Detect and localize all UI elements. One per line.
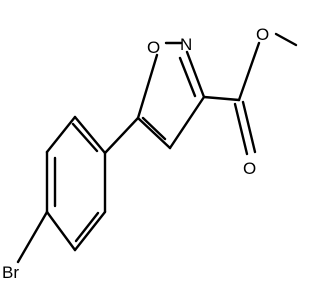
atom-label-ester-oxygen: O [256, 25, 269, 44]
bond-o1-c5 [136, 53, 159, 120]
bond-c5-phenyl [103, 116, 140, 155]
molecule-diagram: O N O O Br [2, 25, 298, 282]
bond-ar5-ar6 [73, 210, 107, 252]
bond-carbonyl-o-double-b [241, 100, 257, 154]
bond-ar4-ar5 [45, 210, 77, 252]
atom-label-carbonyl-oxygen: O [243, 159, 256, 178]
bond-c4-c5 [136, 116, 172, 150]
bond-c3-carbonyl [202, 95, 241, 102]
atom-label-bromine: Br [2, 263, 19, 282]
bond-ar2-ar3 [45, 115, 77, 154]
bond-c4-c5-double [141, 116, 167, 141]
bond-ar1-ar2 [73, 115, 107, 155]
bond-c3-c4 [168, 95, 206, 150]
bond-ar5-ar6-inner [74, 211, 100, 243]
bond-carbonyl-ester-o [237, 41, 261, 102]
atom-label-ring-oxygen: O [147, 38, 160, 57]
bond-n2-c3 [185, 50, 206, 99]
bond-ester-o-methyl [274, 32, 298, 47]
bond-n2-c3-double [178, 56, 197, 98]
structure-canvas: O N O O Br [2, 25, 298, 282]
bond-ar1-ar2-inner [71, 122, 99, 153]
atom-label-ring-nitrogen: N [180, 35, 192, 54]
bond-c-br [16, 210, 49, 264]
bond-carbonyl-o-double-a [233, 102, 249, 156]
